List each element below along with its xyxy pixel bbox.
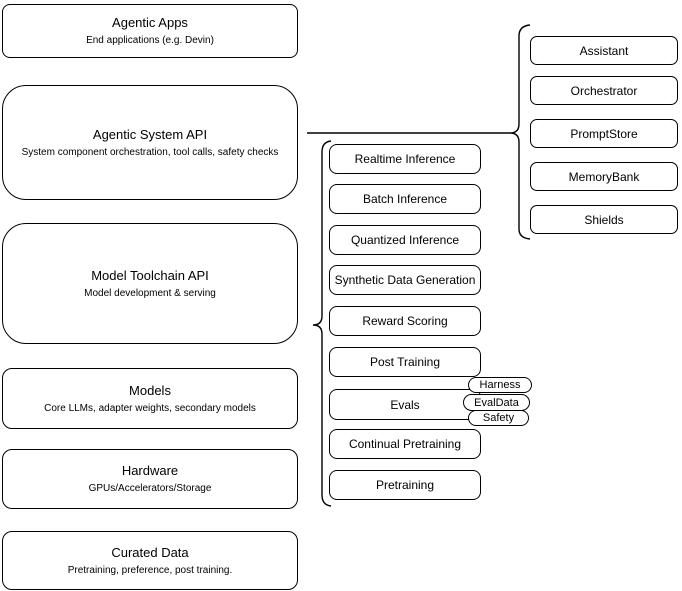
layer-curated-data: Curated Data Pretraining, preference, po… bbox=[2, 531, 298, 590]
toolchain-item-label: Continual Pretraining bbox=[348, 437, 462, 451]
evals-tag-harness: Harness bbox=[468, 377, 532, 393]
toolchain-item-reward-scoring: Reward Scoring bbox=[329, 306, 481, 336]
toolchain-item-post-training: Post Training bbox=[329, 347, 481, 377]
system-component-label: MemoryBank bbox=[568, 169, 640, 184]
evals-tag-label: Harness bbox=[479, 379, 521, 391]
toolchain-item-batch-inference: Batch Inference bbox=[329, 184, 481, 214]
system-component-label: Shields bbox=[584, 212, 624, 227]
evals-tag-evaldata: EvalData bbox=[463, 394, 530, 411]
layer-subtitle: Core LLMs, adapter weights, secondary mo… bbox=[44, 402, 256, 414]
layer-subtitle: Pretraining, preference, post training. bbox=[67, 564, 233, 576]
toolchain-item-label: Post Training bbox=[369, 355, 441, 369]
layer-title: Agentic Apps bbox=[112, 15, 188, 30]
toolchain-item-quantized-inference: Quantized Inference bbox=[329, 225, 481, 255]
toolchain-item-label: Evals bbox=[390, 397, 420, 412]
toolchain-item-evals: Evals bbox=[329, 389, 481, 420]
system-component-shields: Shields bbox=[530, 205, 678, 234]
toolchain-item-realtime-inference: Realtime Inference bbox=[329, 144, 481, 174]
layer-subtitle: System component orchestration, tool cal… bbox=[21, 146, 279, 158]
toolchain-item-label: Batch Inference bbox=[362, 192, 448, 206]
system-component-label: Assistant bbox=[579, 43, 629, 58]
layer-title: Models bbox=[129, 382, 171, 398]
evals-tag-label: Safety bbox=[482, 412, 515, 424]
toolchain-item-pretraining: Pretraining bbox=[329, 470, 481, 500]
layer-subtitle: GPUs/Accelerators/Storage bbox=[88, 483, 212, 494]
toolchain-item-label: Pretraining bbox=[375, 478, 435, 492]
layer-model-toolchain-api: Model Toolchain API Model development & … bbox=[2, 223, 298, 344]
toolchain-item-label: Synthetic Data Generation bbox=[334, 273, 476, 287]
layer-title: Curated Data bbox=[111, 544, 189, 560]
evals-tag-label: EvalData bbox=[474, 396, 519, 409]
system-component-promptstore: PromptStore bbox=[530, 119, 678, 148]
evals-tag-safety: Safety bbox=[468, 410, 529, 426]
toolchain-item-synthetic-data-generation: Synthetic Data Generation bbox=[329, 265, 481, 295]
system-component-label: PromptStore bbox=[570, 126, 638, 141]
toolchain-item-continual-pretraining: Continual Pretraining bbox=[329, 429, 481, 459]
toolchain-item-label: Reward Scoring bbox=[362, 314, 448, 328]
system-component-assistant: Assistant bbox=[530, 36, 678, 65]
layer-title: Agentic System API bbox=[92, 126, 208, 142]
brace-system-components bbox=[509, 24, 531, 240]
toolchain-item-label: Quantized Inference bbox=[350, 233, 460, 247]
system-component-memorybank: MemoryBank bbox=[530, 162, 678, 191]
layer-hardware: Hardware GPUs/Accelerators/Storage bbox=[2, 449, 298, 509]
layer-subtitle: Model development & serving bbox=[84, 287, 216, 299]
layer-agentic-system-api: Agentic System API System component orch… bbox=[2, 85, 298, 200]
layer-title: Hardware bbox=[121, 463, 179, 478]
system-component-orchestrator: Orchestrator bbox=[530, 76, 678, 105]
layer-title: Model Toolchain API bbox=[91, 267, 209, 283]
layer-agentic-apps: Agentic Apps End applications (e.g. Devi… bbox=[2, 4, 298, 58]
system-component-label: Orchestrator bbox=[570, 83, 638, 98]
layer-models: Models Core LLMs, adapter weights, secon… bbox=[2, 368, 298, 429]
layer-subtitle: End applications (e.g. Devin) bbox=[86, 35, 214, 46]
toolchain-item-label: Realtime Inference bbox=[354, 152, 456, 166]
